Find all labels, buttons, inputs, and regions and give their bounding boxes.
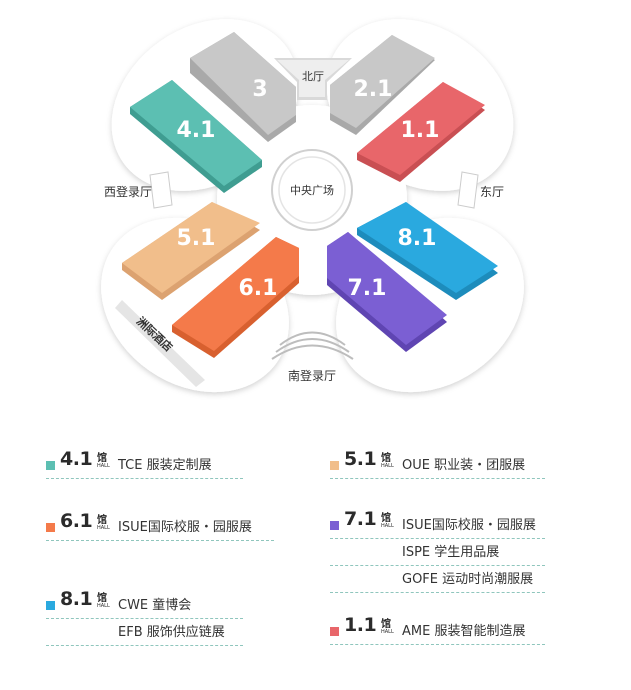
hall-4.1[interactable]: 4.1 <box>130 80 262 193</box>
north-hall-label: 北厅 <box>302 70 324 83</box>
svg-text:3: 3 <box>252 77 267 102</box>
legend-divider <box>46 540 274 541</box>
legend-divider <box>330 592 545 593</box>
west-entrance-label: 西登录厅 <box>104 184 152 199</box>
hall-legend: 4.1 馆 HALL TCE 服装定制展 5.1 馆 HALL OUE 职业装・… <box>0 440 631 690</box>
hall-6.1[interactable]: 6.1 <box>172 237 299 358</box>
legend-divider <box>46 478 243 479</box>
hall-7.1[interactable]: 7.1 <box>327 232 447 352</box>
hall-3[interactable]: 3 <box>190 32 296 142</box>
east-hall-label: 东厅 <box>480 185 504 199</box>
legend-swatch <box>330 521 339 530</box>
hall-1.1[interactable]: 1.1 <box>357 82 485 182</box>
legend-divider <box>330 565 545 566</box>
hall-2.1[interactable]: 2.1 <box>330 35 435 135</box>
svg-text:1.1: 1.1 <box>401 118 440 143</box>
central-plaza-label[interactable]: 中央广场 <box>290 183 334 197</box>
svg-text:5.1: 5.1 <box>177 226 216 251</box>
svg-text:2.1: 2.1 <box>354 77 393 102</box>
legend-swatch <box>330 461 339 470</box>
hotel-building <box>115 300 205 387</box>
legend-divider <box>46 618 243 619</box>
exhibition-floor-map: 北厅 中央广场 4.1 3 2.1 <box>101 19 524 393</box>
hall-8.1[interactable]: 8.1 <box>357 202 498 300</box>
legend-divider <box>46 645 243 646</box>
hall-5.1[interactable]: 5.1 <box>122 202 260 300</box>
legend-divider <box>330 478 545 479</box>
svg-text:8.1: 8.1 <box>398 226 437 251</box>
legend-divider <box>330 644 545 645</box>
south-entrance-arcs <box>271 331 354 360</box>
north-hall-shape <box>274 58 352 100</box>
legend-swatch <box>46 461 55 470</box>
svg-text:7.1: 7.1 <box>348 276 387 301</box>
legend-swatch <box>330 627 339 636</box>
svg-text:6.1: 6.1 <box>239 276 278 301</box>
south-entrance-label: 南登录厅 <box>288 368 336 383</box>
legend-divider <box>330 538 545 539</box>
svg-text:4.1: 4.1 <box>177 118 216 143</box>
legend-swatch <box>46 523 55 532</box>
legend-swatch <box>46 601 55 610</box>
